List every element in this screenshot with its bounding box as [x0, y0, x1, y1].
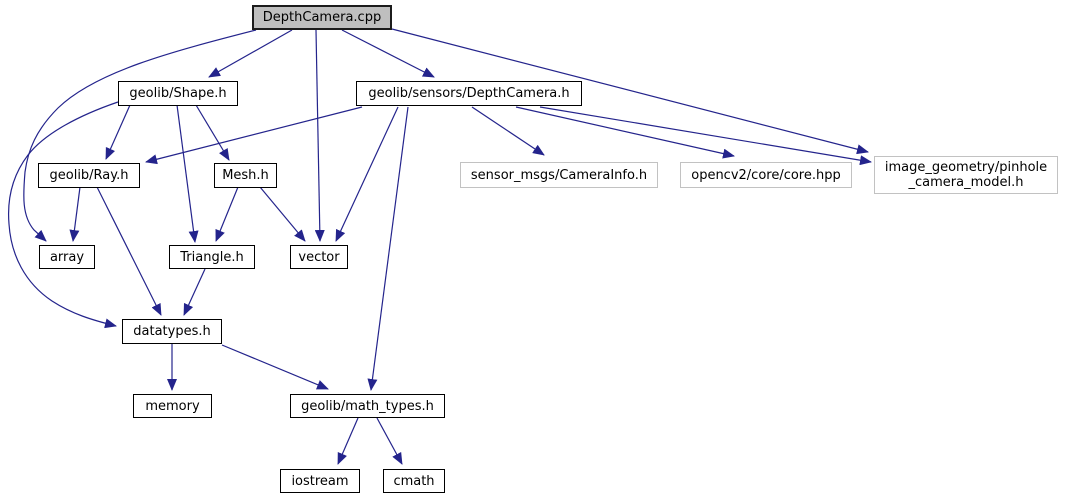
node-label-line1: image_geometry/pinhole — [884, 160, 1048, 175]
node-memory[interactable]: memory — [133, 394, 212, 418]
node-array[interactable]: array — [39, 245, 95, 269]
node-geolib-sensors-depthcamera-h[interactable]: geolib/sensors/DepthCamera.h — [356, 81, 582, 106]
node-image-geometry-pinhole-camera-model-h: image_geometry/pinhole _camera_model.h — [874, 156, 1058, 194]
node-triangle-h[interactable]: Triangle.h — [169, 245, 255, 269]
node-mesh-h[interactable]: Mesh.h — [214, 163, 277, 188]
node-label-line2: _camera_model.h — [908, 175, 1024, 190]
node-geolib-ray-h[interactable]: geolib/Ray.h — [38, 163, 140, 188]
node-geolib-shape-h[interactable]: geolib/Shape.h — [118, 81, 238, 106]
node-sensor-msgs-camerainfo-h: sensor_msgs/CameraInfo.h — [460, 162, 658, 188]
node-opencv2-core-hpp: opencv2/core/core.hpp — [680, 162, 852, 188]
node-depthcamera-cpp: DepthCamera.cpp — [252, 5, 392, 30]
node-vector[interactable]: vector — [290, 245, 348, 269]
node-datatypes-h[interactable]: datatypes.h — [122, 319, 222, 344]
node-geolib-math-types-h[interactable]: geolib/math_types.h — [290, 394, 445, 418]
node-cmath[interactable]: cmath — [383, 469, 445, 493]
node-iostream[interactable]: iostream — [280, 469, 360, 493]
